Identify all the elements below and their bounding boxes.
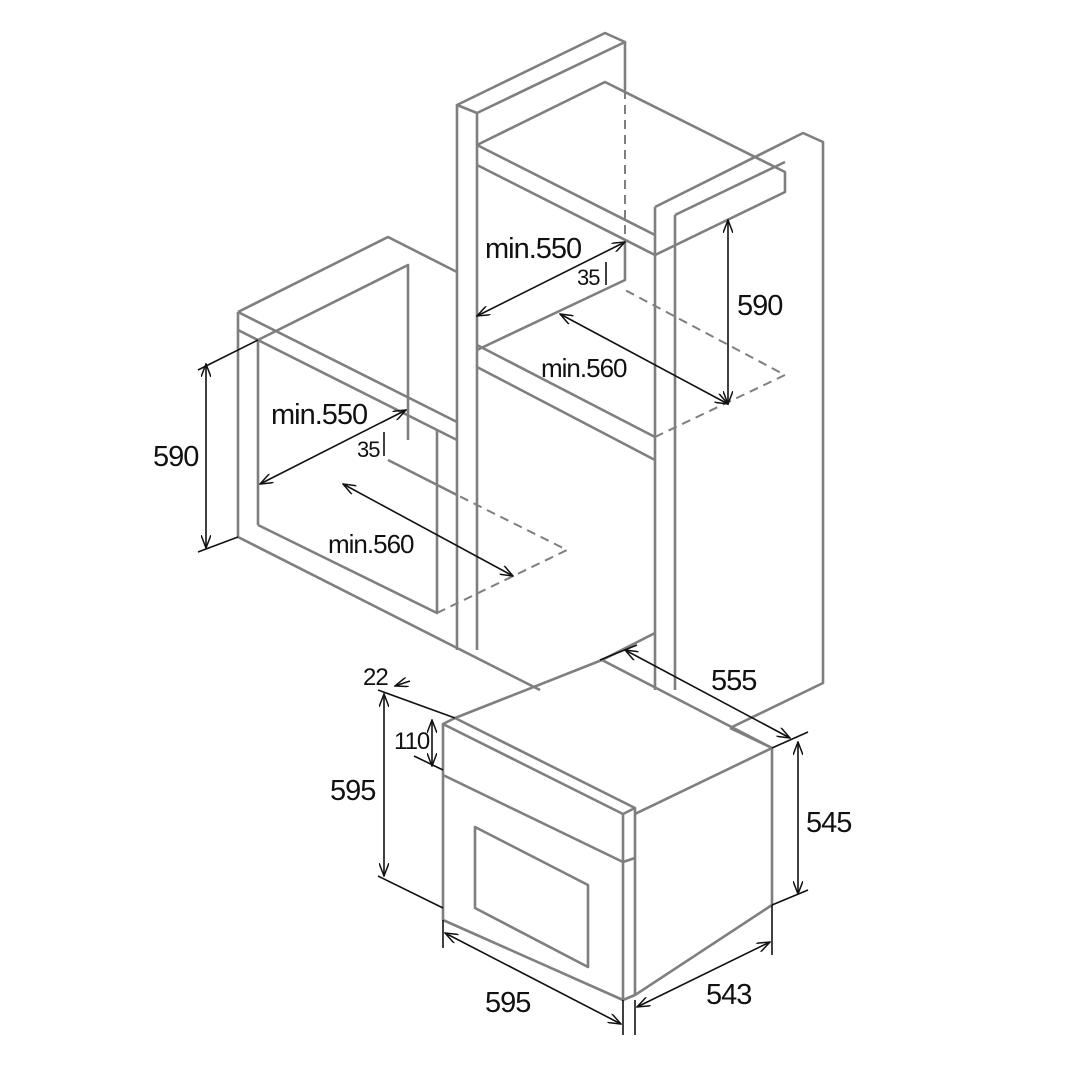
left-cabinet: [236, 235, 570, 692]
tall-590-label: 590: [737, 290, 782, 322]
left-min-550-label: min.550: [271, 399, 367, 431]
tall-35-label: 35: [577, 265, 600, 290]
oven-110-label: 110: [394, 728, 430, 755]
left-35-label: 35: [357, 437, 380, 462]
oven-width-595-label: 595: [485, 987, 530, 1019]
tall-min-560-label: min.560: [541, 353, 627, 383]
oven-height-595-label: 595: [330, 775, 375, 807]
oven-22-label: 22: [363, 664, 388, 691]
left-590-label: 590: [153, 441, 198, 473]
oven-depth-555-label: 555: [711, 665, 756, 697]
tall-cabinet: [455, 31, 825, 730]
left-min-560-label: min.560: [328, 529, 414, 559]
oven-window: [473, 825, 590, 969]
dimension-lines: [197, 220, 809, 1035]
oven-body-543-label: 543: [706, 979, 751, 1011]
oven-body-545-label: 545: [806, 807, 851, 839]
tall-min-550-label: min.550: [485, 233, 581, 265]
